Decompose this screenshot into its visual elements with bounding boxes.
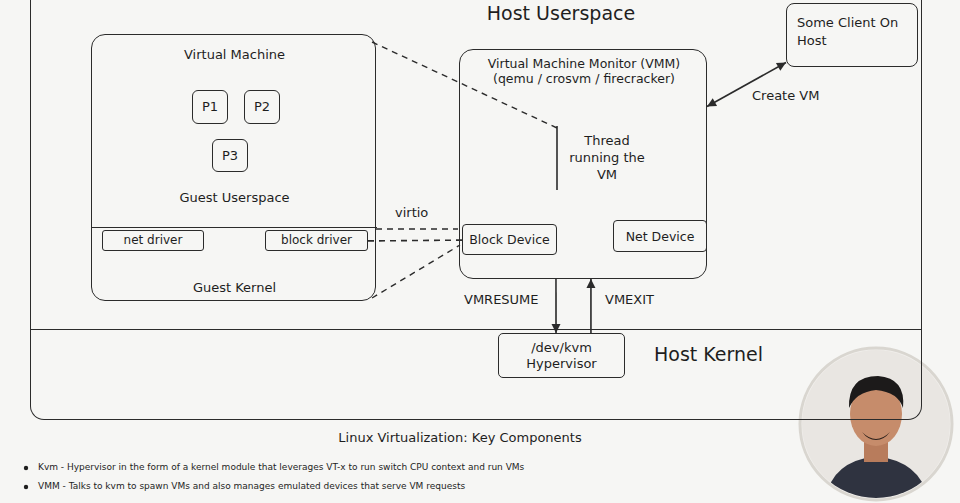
connector [368,240,462,242]
text-stack: P2 [245,91,279,123]
device-box: Net Device [613,220,707,252]
node-text: Some Client On Host [797,14,913,50]
node-text: Guest Kernel [132,280,337,296]
node-text: Thread running the VM [569,132,645,183]
projection-line [372,245,460,298]
connector [586,279,595,333]
diagram-caption: Linux Virtualization: Key Components [220,430,700,446]
driver-box: block driver [265,230,368,251]
vmm-box: Virtual Machine Monitor (VMM) (qemu / cr… [459,49,707,279]
edge-label: VMEXIT [603,292,656,308]
node-text: Block Device [469,232,550,247]
node-text: Hypervisor [526,356,596,372]
host-userspace-region: Host UserspaceVirtual MachineGuest Users… [30,0,922,330]
guest-kernel-region: Guest Kernel net driver block driver [92,227,377,302]
presenter-video [800,348,952,500]
node-text: Host Userspace [431,2,691,25]
arrow-head [707,98,717,106]
virtual-machine-box: Virtual MachineGuest Userspace P1 P2P3Gues… [91,34,376,301]
client-box: Some Client On Host [786,3,918,67]
text-stack: net driver [103,231,203,250]
edge-label: virtio [393,205,430,221]
node-text: net driver [124,233,183,247]
host-kernel-region: Host Kernel/dev/kvmHypervisor [30,330,922,420]
arrow-head [552,324,561,333]
bullet-dot [24,466,28,470]
edge-label: VMRESUME [462,292,541,308]
bullet-note: Kvm - Hypervisor in the form of a kernel… [36,462,526,473]
node-text: Host Kernel [654,343,794,366]
connector-line [368,239,462,241]
process-box: P1 [192,90,228,124]
process-box: P2 [244,90,280,124]
text-stack: block driver [266,231,367,250]
edge-label: Create VM [750,88,821,104]
node-text: P3 [222,148,238,164]
node-text: block driver [281,233,352,247]
hypervisor-box: /dev/kvmHypervisor [498,333,625,378]
device-box: Block Device [462,224,557,255]
node-text: Guest Userspace [122,190,347,206]
driver-box: net driver [102,230,204,251]
node-text: Virtual Machine [122,47,347,63]
node-text: Net Device [626,229,695,244]
arrow-head [586,279,595,288]
process-box: P3 [212,139,248,172]
text-stack: Block Device [463,225,556,254]
arrow-head [776,63,786,71]
bullet-dot [24,485,28,489]
node-text: P2 [254,99,270,115]
node-text: P1 [202,99,218,115]
connector [552,279,561,333]
text-stack: /dev/kvmHypervisor [499,334,624,377]
node-text: Virtual Machine Monitor (VMM) (qemu / cr… [466,56,702,86]
bullet-note: VMM - Talks to kvm to spawn VMs and also… [36,481,467,492]
thread-line [556,126,558,190]
text-stack: P3 [213,140,247,171]
text-stack: Net Device [614,221,706,251]
node-text: /dev/kvm [531,340,592,356]
virtio-dashed-line [376,228,458,229]
text-stack: P1 [193,91,227,123]
